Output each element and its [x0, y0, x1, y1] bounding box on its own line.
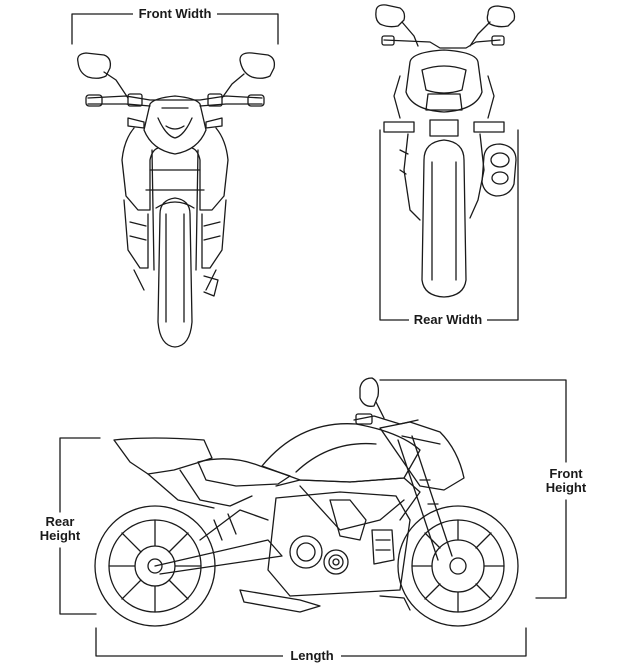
side-front-fork [397, 435, 453, 561]
rear-height-label-line1: Rear [45, 514, 75, 529]
front-tyre [157, 197, 193, 348]
front-view-motorcycle [77, 52, 276, 348]
rear-tail-light [425, 93, 463, 111]
rear-left-mirror [375, 4, 419, 47]
rear-right-mirror [469, 5, 516, 47]
rear-width-label: Rear Width [409, 313, 487, 327]
front-right-mirror [221, 52, 276, 99]
side-mirror [359, 377, 385, 419]
front-height-label-line1: Front [549, 466, 583, 481]
rear-width-dimension-line [379, 129, 519, 321]
rear-tyre [421, 139, 467, 298]
rear-exhaust [481, 143, 517, 197]
side-view-motorcycle [94, 377, 519, 627]
front-headlight [143, 95, 207, 155]
front-height-label-line2: Height [545, 480, 587, 495]
front-width-label: Front Width [133, 7, 217, 21]
front-left-mirror [77, 52, 129, 99]
rear-height-dimension-line [59, 437, 101, 615]
side-engine [267, 491, 411, 597]
length-dimension-line [95, 627, 527, 657]
rear-height-label: Rear Height [34, 515, 86, 543]
side-exhaust [239, 589, 321, 613]
front-height-dimension-line [379, 379, 567, 599]
rear-view-motorcycle [375, 4, 517, 298]
rear-height-label-line2: Height [39, 528, 81, 543]
side-front-wheel [397, 505, 519, 627]
length-label: Length [283, 649, 341, 663]
front-width-dimension-line [71, 13, 279, 45]
front-height-label: Front Height [540, 467, 592, 495]
